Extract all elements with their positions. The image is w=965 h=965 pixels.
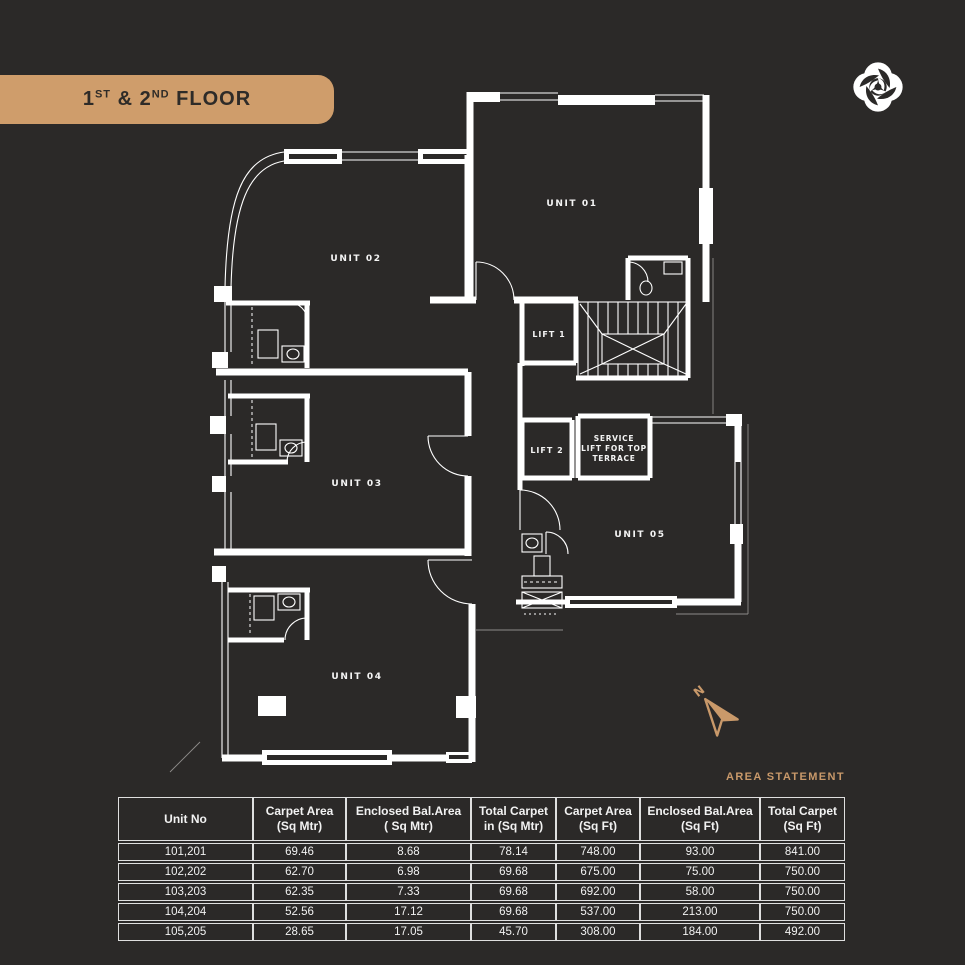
north-label: N — [691, 683, 708, 700]
terrace-outline — [169, 258, 749, 773]
service-lift-label-3: TERRACE — [592, 454, 635, 463]
lift-1-box: LIFT 1 — [519, 300, 579, 366]
cell-unit-no: 104,204 — [118, 903, 253, 921]
north-arrow-icon: N — [691, 683, 739, 737]
col-header-balcony-sqmtr: Enclosed Bal.Area( Sq Mtr) — [346, 797, 471, 841]
lift-1-label: LIFT 1 — [532, 330, 565, 339]
unit-05-room — [516, 414, 743, 615]
lift-2-label: LIFT 2 — [530, 446, 563, 455]
area-table: Unit No Carpet Area(Sq Mtr) Enclosed Bal… — [118, 795, 845, 943]
area-statement-label: AREA STATEMENT — [725, 771, 845, 783]
table-row: 103,203 62.35 7.33 69.68 692.00 58.00 75… — [118, 883, 845, 901]
table-row: 101,201 69.46 8.68 78.14 748.00 93.00 84… — [118, 843, 845, 861]
col-header-total-sqft: Total Carpet(Sq Ft) — [760, 797, 845, 841]
table-row: 105,205 28.65 17.05 45.70 308.00 184.00 … — [118, 923, 845, 941]
cell-unit-no: 105,205 — [118, 923, 253, 941]
cell-unit-no: 102,202 — [118, 863, 253, 881]
unit-03-room — [210, 368, 472, 556]
unit-04-label: UNIT 04 — [331, 672, 382, 682]
core-bathroom — [625, 255, 691, 300]
cell-unit-no: 101,201 — [118, 843, 253, 861]
rose-swirl-logo-icon — [853, 62, 903, 112]
staircase — [576, 300, 691, 381]
unit-01-room — [430, 92, 713, 304]
service-lift-box: SERVICE LIFT FOR TOP TERRACE — [575, 413, 653, 481]
unit-01-label: UNIT 01 — [546, 199, 597, 209]
table-header-row: Unit No Carpet Area(Sq Mtr) Enclosed Bal… — [118, 797, 845, 841]
floor-badge-text: 1ST & 2ND FLOOR — [82, 88, 252, 110]
col-header-carpet-sqft: Carpet Area(Sq Ft) — [556, 797, 640, 841]
col-header-balcony-sqft: Enclosed Bal.Area(Sq Ft) — [640, 797, 760, 841]
service-lift-label-2: LIFT FOR TOP — [581, 444, 647, 453]
floor-badge: 1ST & 2ND FLOOR — [0, 75, 334, 124]
unit-02-label: UNIT 02 — [330, 254, 381, 264]
unit-03-label: UNIT 03 — [331, 479, 382, 489]
lift-2-box: LIFT 2 — [519, 417, 575, 481]
cell-unit-no: 103,203 — [118, 883, 253, 901]
unit-04-room — [212, 559, 476, 765]
service-lift-label-1: SERVICE — [594, 434, 634, 443]
table-row: 104,204 52.56 17.12 69.68 537.00 213.00 … — [118, 903, 845, 921]
col-header-carpet-sqmtr: Carpet Area(Sq Mtr) — [253, 797, 346, 841]
table-row: 102,202 62.70 6.98 69.68 675.00 75.00 75… — [118, 863, 845, 881]
col-header-unit-no: Unit No — [118, 797, 253, 841]
unit-05-label: UNIT 05 — [614, 530, 665, 540]
